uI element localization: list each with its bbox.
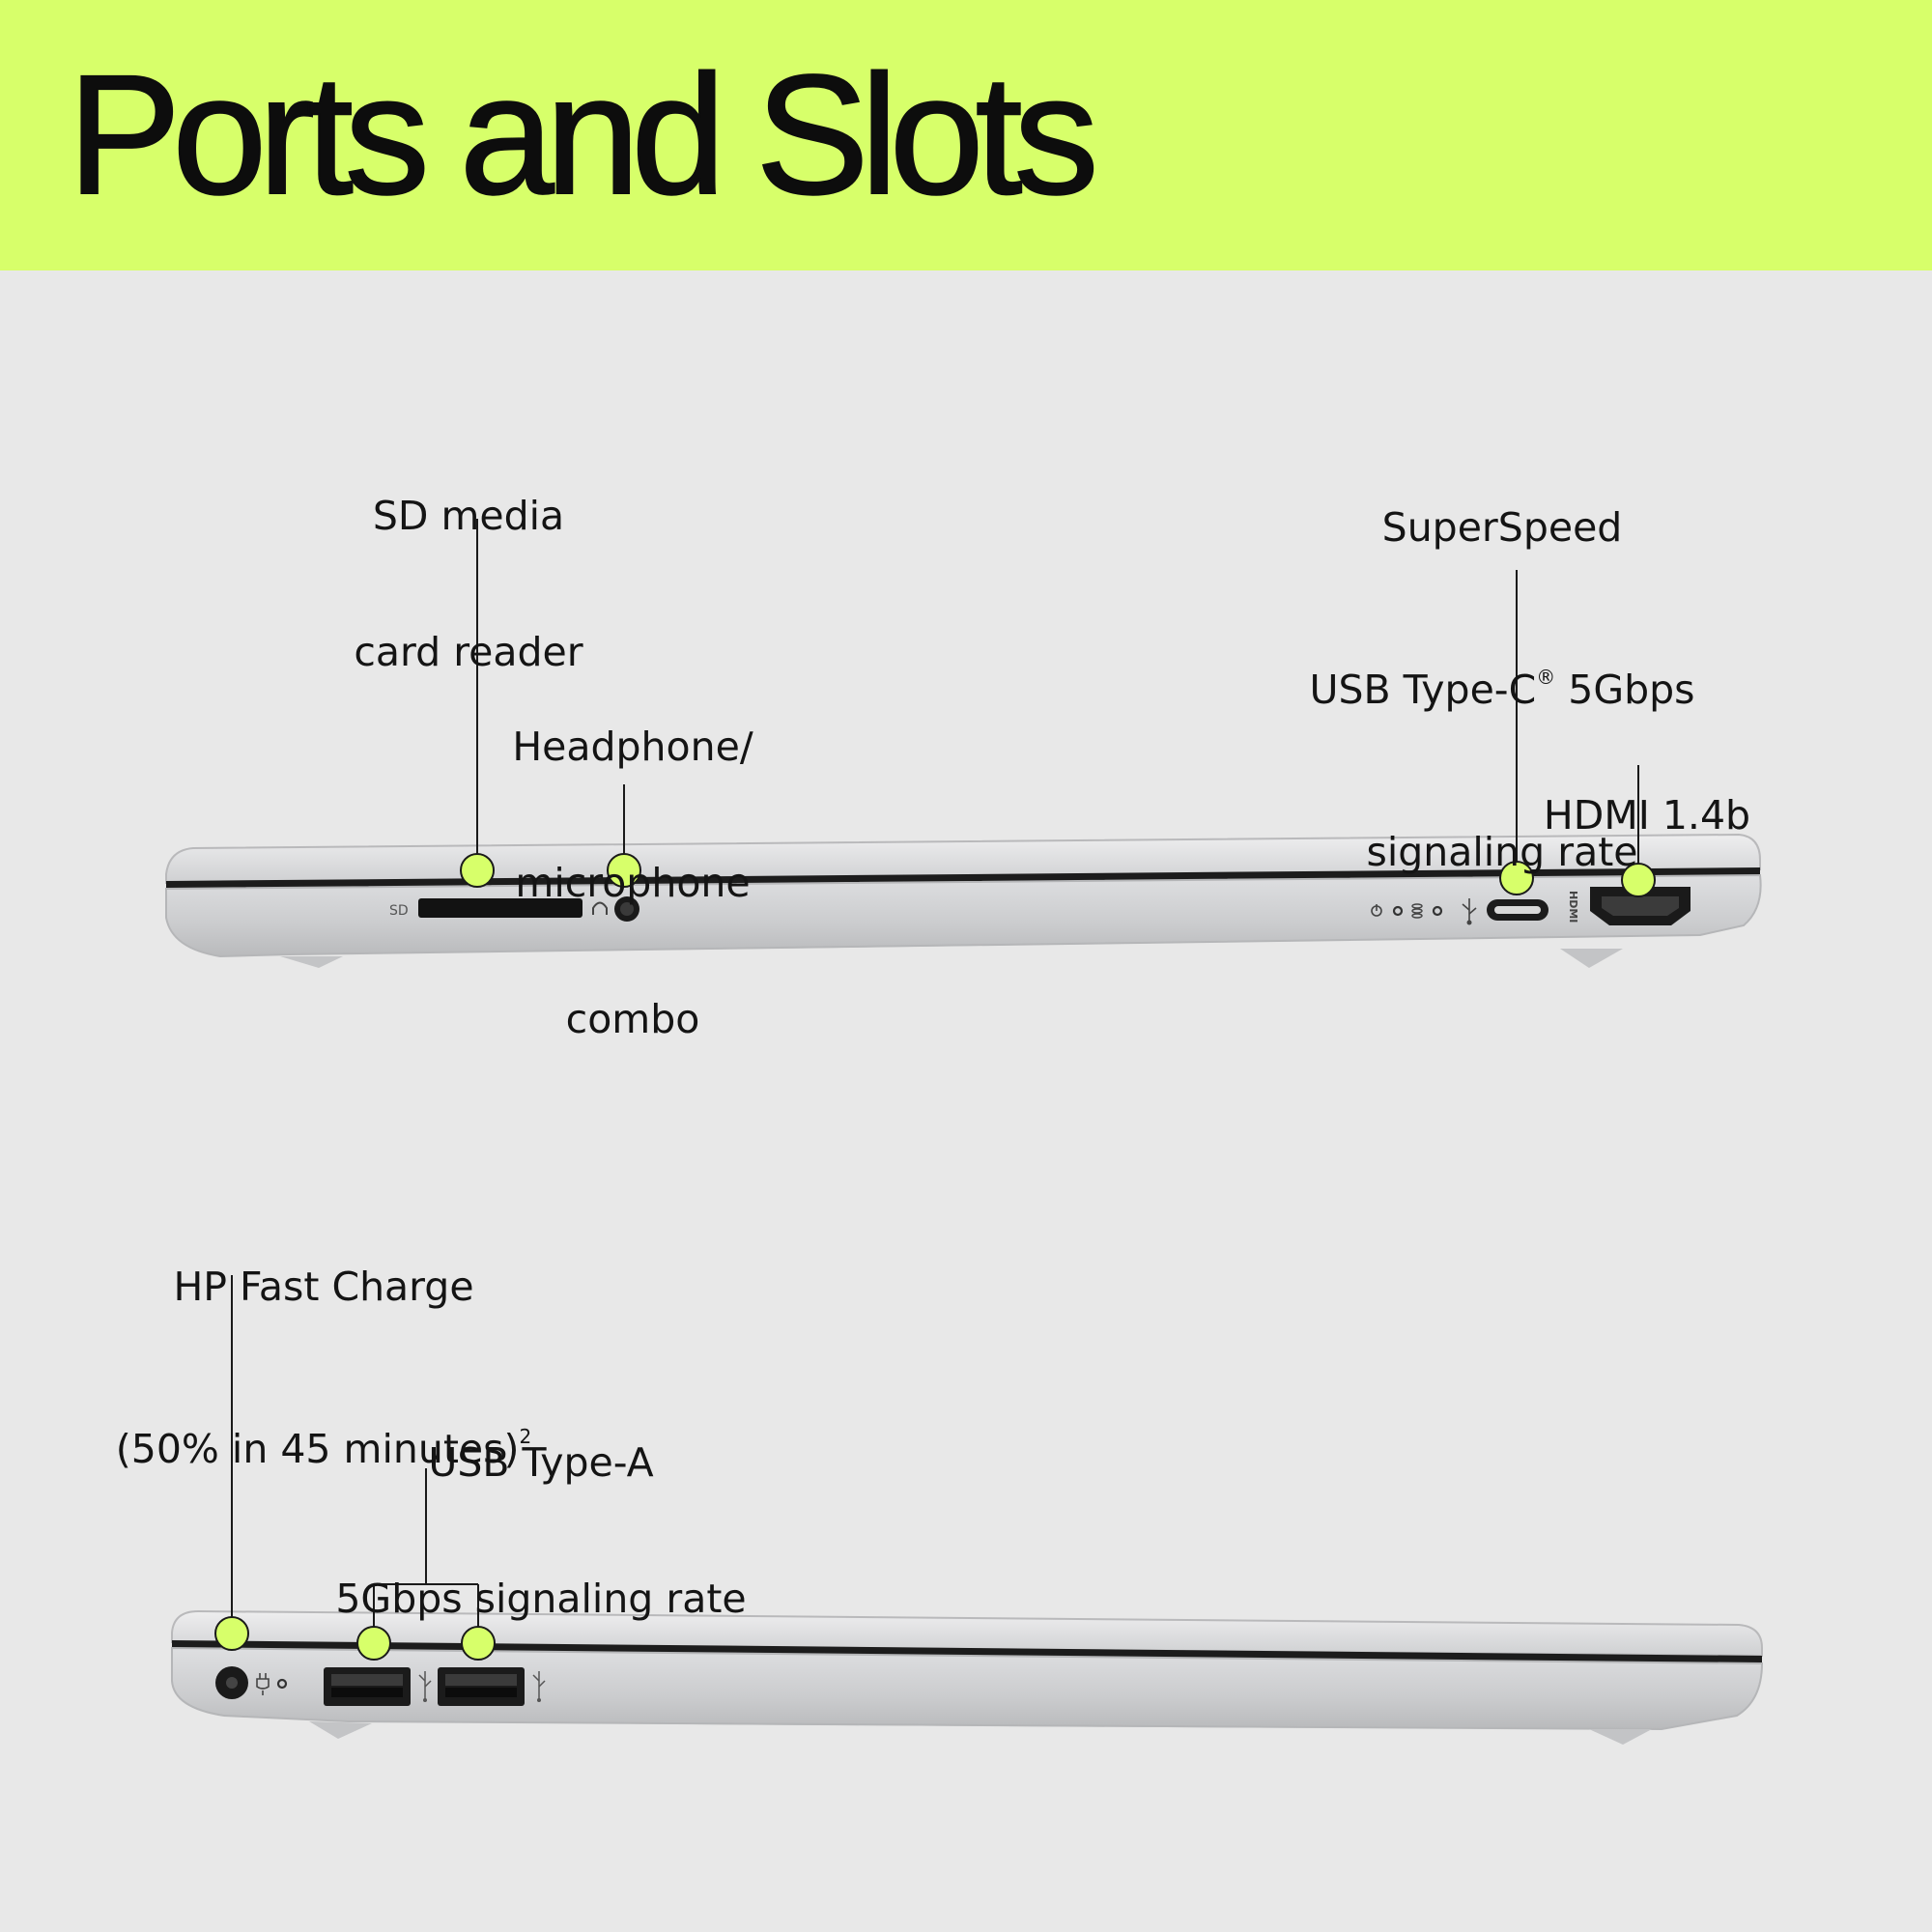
registered-mark: ® (1536, 666, 1556, 689)
label-line: SuperSpeed (1381, 504, 1623, 551)
label-line: microphone (515, 860, 751, 906)
lid-seam (172, 1640, 1762, 1663)
page-title: Ports and Slots (67, 41, 1099, 230)
callout-dot-hdmi (1621, 863, 1656, 897)
usb-ss-icon (418, 1671, 432, 1702)
power-icon (1371, 904, 1382, 917)
label-line: signaling rate (1366, 829, 1638, 875)
label-line: USB Type-A (428, 1439, 654, 1486)
power-led (1392, 905, 1404, 917)
label-line: SD media (372, 493, 565, 539)
label-sd-card-reader: SD media card reader (348, 403, 589, 721)
header-banner (0, 0, 1932, 270)
usb-symbol-icon (1462, 898, 1477, 925)
label-line: HP Fast Charge (173, 1264, 474, 1310)
lid-seam (166, 867, 1760, 889)
sd-port-mark: SD (389, 903, 409, 919)
callout-dot-audio (607, 853, 641, 888)
label-text: (50% in 45 minutes) (115, 1426, 520, 1472)
label-text: USB Type-C (1309, 667, 1537, 713)
callout-dot-usb-a-1 (356, 1626, 391, 1661)
hdmi-port-mark: HDMI (1567, 891, 1579, 923)
drive-led (1432, 905, 1443, 917)
charge-plug-icon (256, 1673, 270, 1695)
label-usb-a: USB Type-A 5Gbps signaling rate (319, 1350, 763, 1667)
footnote-mark: 2 (519, 1425, 532, 1448)
sd-card-slot (418, 898, 582, 918)
callout-dot-fast-charge (214, 1616, 249, 1651)
label-line: combo (565, 996, 700, 1042)
usb-a-port-2 (438, 1667, 525, 1706)
label-line: HDMI 1.4b (1543, 792, 1751, 838)
usb-ss-icon (532, 1671, 546, 1702)
label-headphone-combo: Headphone/ microphone combo (493, 634, 773, 1088)
label-line: Headphone/ (512, 724, 753, 770)
drive-activity-icon (1411, 903, 1423, 919)
charge-led (276, 1678, 288, 1690)
callout-dots (214, 853, 1656, 1661)
label-usb-c: SuperSpeed USB Type-C® 5Gbps signaling r… (1285, 392, 1719, 933)
callout-dot-usb-a-2 (461, 1626, 496, 1661)
callout-dot-sd (460, 853, 495, 888)
label-line: USB Type-C® 5Gbps (1285, 663, 1719, 717)
label-hdmi: HDMI 1.4b (1526, 702, 1768, 884)
usb-a-port-1 (324, 1667, 411, 1706)
callout-dot-usb-c (1499, 861, 1534, 895)
label-fast-charge: HP Fast Charge (50% in 45 minutes)2 (111, 1151, 536, 1530)
laptop-right-side: SD HDMI (165, 833, 1762, 968)
laptop-left-side (171, 1609, 1764, 1745)
label-text: 5Gbps (1555, 667, 1695, 713)
label-line: 5Gbps signaling rate (335, 1576, 747, 1622)
label-line: card reader (354, 629, 583, 675)
leader-usb-a (373, 1468, 479, 1642)
label-line: (50% in 45 minutes)2 (111, 1422, 536, 1476)
headphone-icon (592, 901, 608, 915)
leader-lines (231, 519, 1639, 1642)
